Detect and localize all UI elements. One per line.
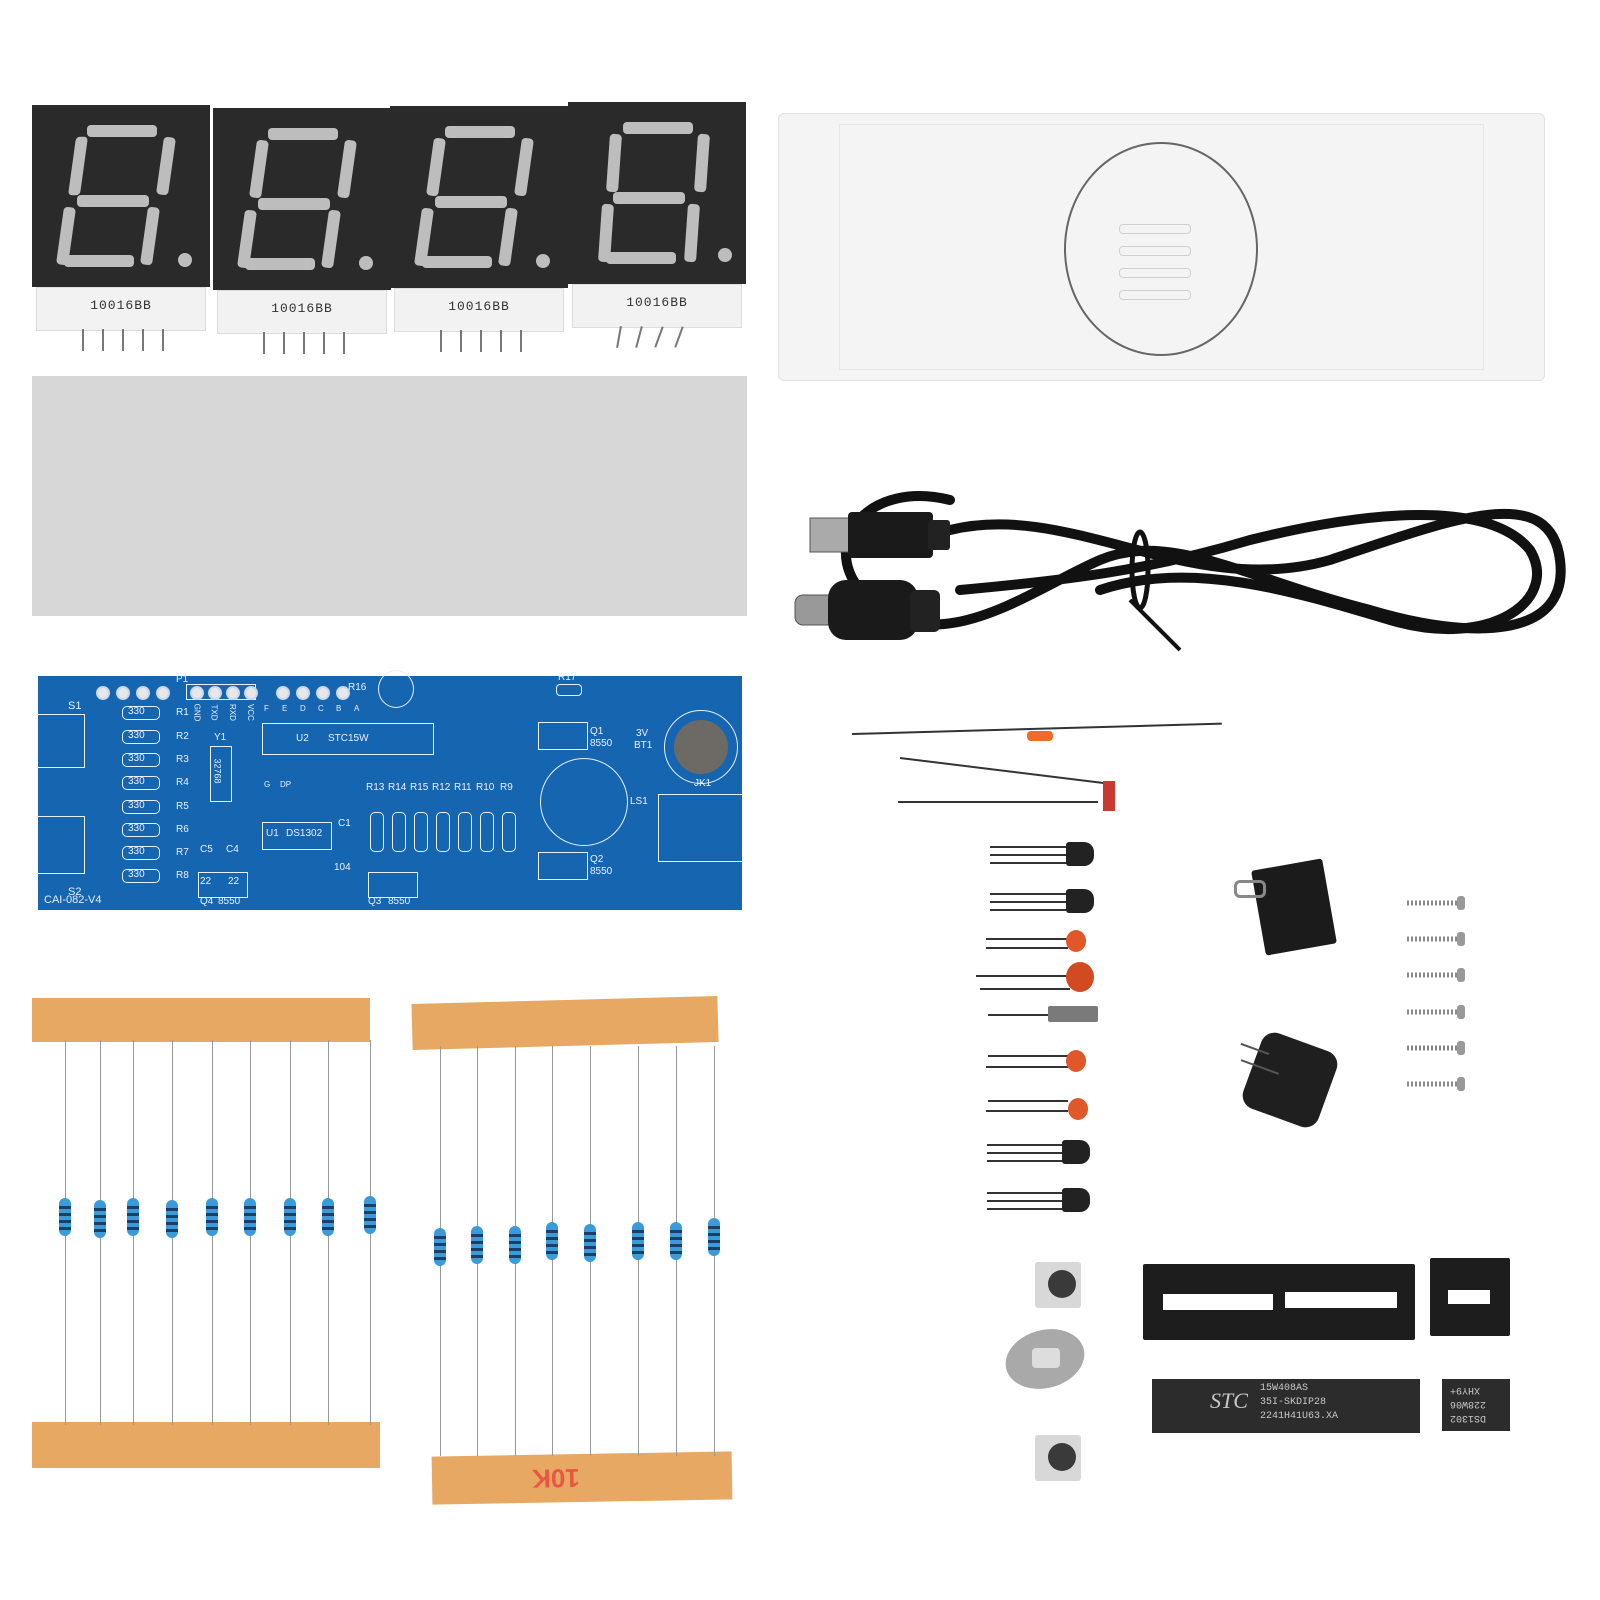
dip28-socket — [1143, 1264, 1415, 1340]
tape-bottom — [32, 1422, 380, 1468]
display-base: 10016BB — [394, 288, 564, 332]
ic-value: DS1302 — [286, 828, 323, 839]
tape-marking: 10K — [531, 1463, 580, 1494]
header-ref: P1 — [176, 674, 189, 685]
display-base: 10016BB — [36, 287, 206, 331]
seven-segment-display-1: 10016BB — [32, 105, 210, 351]
display-face — [32, 105, 210, 287]
seven-segment-display-3: 10016BB — [390, 106, 568, 352]
vent-slot — [1119, 268, 1191, 278]
display-part-label: 10016BB — [90, 298, 152, 313]
ic-ref: U2 — [296, 733, 309, 744]
tape-bottom: 10K — [431, 1451, 733, 1505]
dip8-socket — [1430, 1258, 1510, 1336]
vent-slot — [1119, 224, 1191, 234]
display-face — [390, 106, 568, 288]
ic-ref: U1 — [266, 828, 279, 839]
display-part-label: 10016BB — [271, 301, 333, 316]
display-base: 10016BB — [217, 290, 387, 334]
board-id: CAI-082-V4 — [44, 894, 102, 906]
tape-top — [32, 998, 370, 1042]
display-face — [213, 108, 391, 290]
ds1302-rtc-chip: XHY9+ 228W06 DS1302 — [1442, 1379, 1510, 1431]
speaker-vent-circle — [1064, 142, 1258, 356]
tape-top — [411, 996, 719, 1050]
case-inner-frame — [839, 124, 1484, 370]
grey-filter-sheet — [32, 376, 747, 616]
display-face — [568, 102, 746, 284]
acrylic-case — [778, 113, 1545, 381]
display-base: 10016BB — [572, 284, 742, 328]
coin-cell — [674, 720, 728, 774]
stc-mcu-chip: STC 15W408AS 35I-SKDIP28 2241H41U63.XA — [1152, 1379, 1420, 1433]
vent-slot — [1119, 246, 1191, 256]
vent-slot — [1119, 290, 1191, 300]
seven-segment-display-2: 10016BB — [213, 108, 391, 354]
switch-ref: S1 — [68, 700, 82, 712]
ic-value: STC15W — [328, 733, 369, 744]
seven-segment-display-4: 10016BB — [568, 102, 746, 349]
switch-ref: S2 — [68, 886, 82, 898]
display-part-label: 10016BB — [448, 299, 510, 314]
display-part-label: 10016BB — [626, 295, 688, 310]
